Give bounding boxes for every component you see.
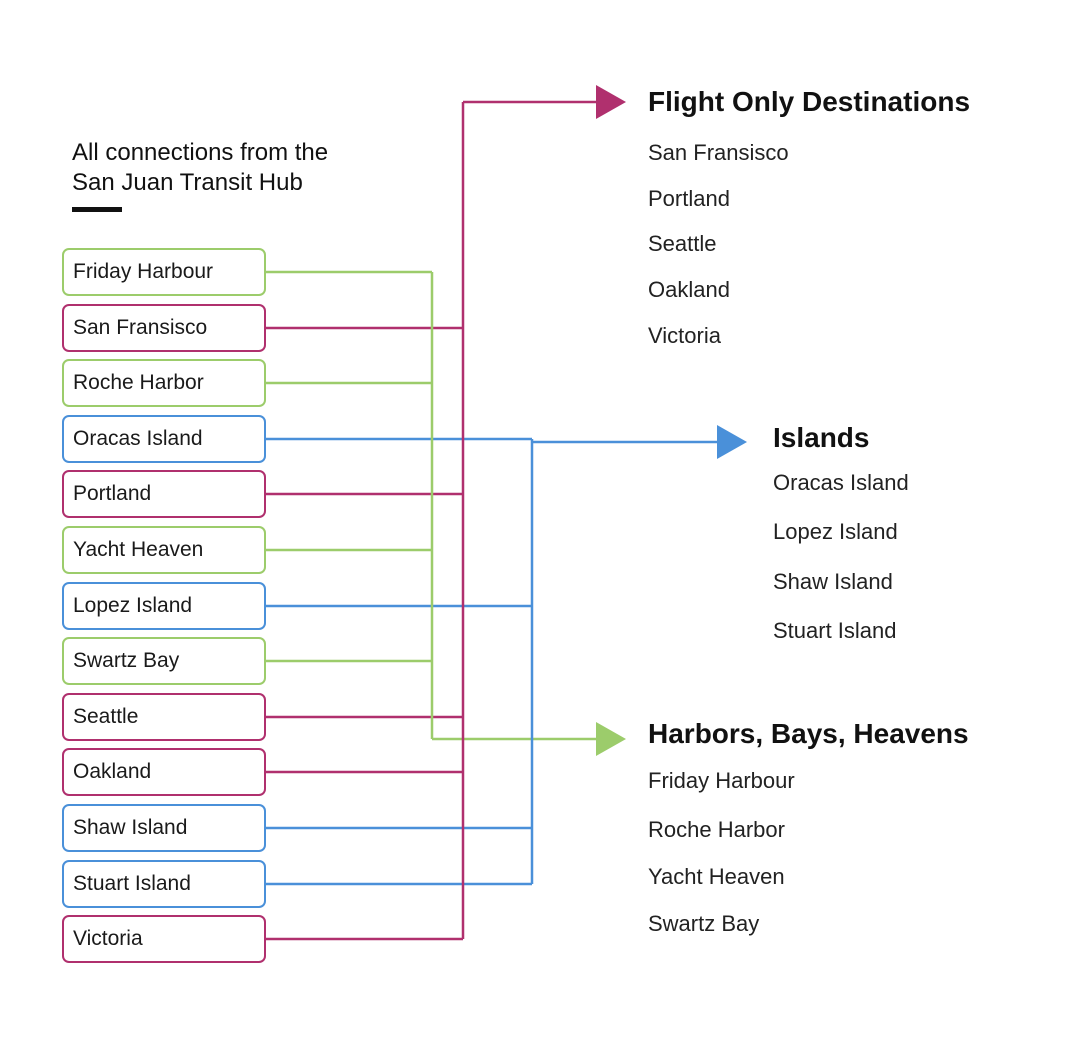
node-friday-harbour: Friday Harbour (62, 248, 266, 296)
flight-item: Seattle (648, 231, 717, 256)
node-yacht-heaven: Yacht Heaven (62, 526, 266, 574)
harbor-item: Swartz Bay (648, 911, 760, 936)
node-oakland: Oakland (62, 748, 266, 796)
harbors-group-title: Harbors, Bays, Heavens (648, 718, 969, 749)
node-portland: Portland (62, 470, 266, 518)
node-victoria: Victoria (62, 915, 266, 963)
node-stuart-island: Stuart Island (62, 860, 266, 908)
island-item: Stuart Island (773, 618, 897, 643)
heading-line-2: San Juan Transit Hub (72, 169, 303, 196)
harbor-item: Friday Harbour (648, 768, 795, 793)
arrow-island-icon (717, 425, 747, 459)
flight-item: San Fransisco (648, 140, 789, 165)
node-san-fransisco: San Fransisco (62, 304, 266, 352)
node-lopez-island: Lopez Island (62, 582, 266, 630)
heading-line-1: All connections from the (72, 139, 329, 166)
flight-group-title: Flight Only Destinations (648, 86, 971, 117)
flight-item: Portland (648, 186, 730, 211)
heading-underline (72, 207, 122, 212)
island-item: Lopez Island (773, 519, 898, 544)
node-seattle: Seattle (62, 693, 266, 741)
flight-item: Victoria (648, 323, 721, 348)
harbor-item: Roche Harbor (648, 817, 785, 842)
flight-item: Oakland (648, 277, 730, 302)
node-roche-harbor: Roche Harbor (62, 359, 266, 407)
node-swartz-bay: Swartz Bay (62, 637, 266, 685)
arrow-flight-icon (596, 85, 626, 119)
node-shaw-island: Shaw Island (62, 804, 266, 852)
islands-group-title: Islands (773, 422, 870, 453)
diagram-heading: All connections from the San Juan Transi… (72, 138, 412, 198)
harbor-item: Yacht Heaven (648, 864, 785, 889)
island-item: Shaw Island (773, 569, 893, 594)
arrow-harbor-icon (596, 722, 626, 756)
node-oracas-island: Oracas Island (62, 415, 266, 463)
island-item: Oracas Island (773, 470, 909, 495)
